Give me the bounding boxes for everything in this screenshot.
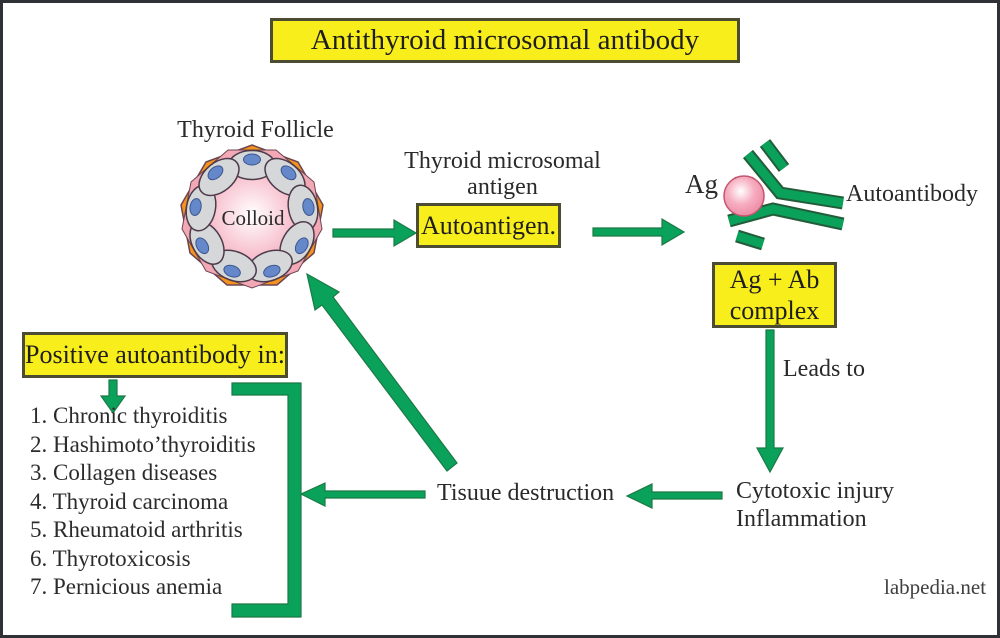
thyroid-follicle-label: Thyroid Follicle	[177, 117, 334, 143]
list-item: 7. Pernicious anemia	[30, 574, 223, 599]
list-bracket-icon	[231, 382, 302, 618]
positive-box-label: Positive autoantibody in:	[25, 340, 285, 369]
follicle-cells	[185, 149, 319, 283]
list-item: 2. Hashimoto’thyroiditis	[30, 431, 256, 457]
antibody-upper-icon	[744, 151, 844, 208]
list-item: 3. Collagen diseases	[30, 460, 218, 485]
cell-nucleus	[243, 153, 261, 166]
diagram-title: Antithyroid microsomal antibody	[310, 24, 700, 56]
tissue-destruction-label: Tisuue destruction	[437, 480, 615, 506]
thyroid-microsomal-antigen-caption: Thyroid microsomal antigen	[395, 148, 610, 200]
positive-conditions-list: 1. Chronic thyroiditis 2. Hashimoto’thyr…	[30, 402, 256, 602]
autoantigen-box-label: Autoantigen.	[420, 210, 557, 240]
colloid-label: Colloid	[221, 206, 285, 230]
cell-nucleus	[263, 264, 281, 278]
antigen-antibody-illustration	[723, 139, 845, 251]
list-item: 5. Rheumatoid arthritis	[30, 517, 243, 542]
ag-ab-complex-box: Ag + Ab complex	[712, 262, 837, 328]
arrow-follicle-to-antigen-icon	[332, 218, 418, 248]
antibody-upper-fragment-icon	[761, 140, 788, 171]
cytotoxic-injury-label: Cytotoxic injury Inflammation	[736, 477, 936, 533]
complex-box-line-1: Ag + Ab	[729, 265, 820, 294]
complex-box-line-2: complex	[729, 296, 820, 325]
cell-nucleus	[294, 237, 309, 255]
diagram-title-box: Antithyroid microsomal antibody	[270, 18, 740, 63]
positive-autoantibody-box: Positive autoantibody in:	[22, 332, 288, 378]
autoantigen-box: Autoantigen.	[416, 203, 561, 248]
list-item: 6. Thyrotoxicosis	[30, 545, 191, 571]
list-item: 1. Chronic thyroiditis	[30, 403, 228, 428]
cell-nucleus	[195, 237, 210, 255]
cell-nucleus	[302, 198, 315, 216]
caption-line-2: antigen	[467, 174, 538, 200]
injury-line-1: Cytotoxic injury	[736, 478, 894, 504]
arrow-complex-down-icon	[755, 329, 785, 474]
thyroid-follicle-illustration	[180, 144, 324, 289]
antigen-sphere-icon	[723, 175, 765, 217]
follicle-colloid-lumen	[207, 174, 297, 264]
watermark-label: labpedia.net	[884, 575, 987, 599]
injury-line-2: Inflammation	[736, 506, 867, 532]
antibody-lower-icon	[727, 204, 844, 229]
cell-nucleus	[189, 198, 202, 216]
ag-label: Ag	[685, 169, 718, 199]
arrow-positive-box-down-icon	[99, 379, 127, 415]
arrow-antigen-to-complex-icon	[592, 217, 686, 247]
caption-line-1: Thyroid microsomal	[404, 148, 601, 174]
cell-nucleus	[280, 165, 297, 181]
arrow-injury-to-tissue-icon	[625, 483, 723, 509]
leads-to-label: Leads to	[783, 356, 865, 382]
arrow-feedback-to-follicle-icon	[306, 272, 458, 472]
autoantibody-label: Autoantibody	[846, 181, 978, 207]
arrow-tissue-to-bracket-icon	[299, 482, 426, 507]
cell-nucleus	[207, 165, 224, 181]
cell-nucleus	[223, 264, 241, 278]
antibody-lower-fragment-icon	[735, 231, 765, 249]
list-item: 4. Thyroid carcinoma	[30, 488, 229, 514]
